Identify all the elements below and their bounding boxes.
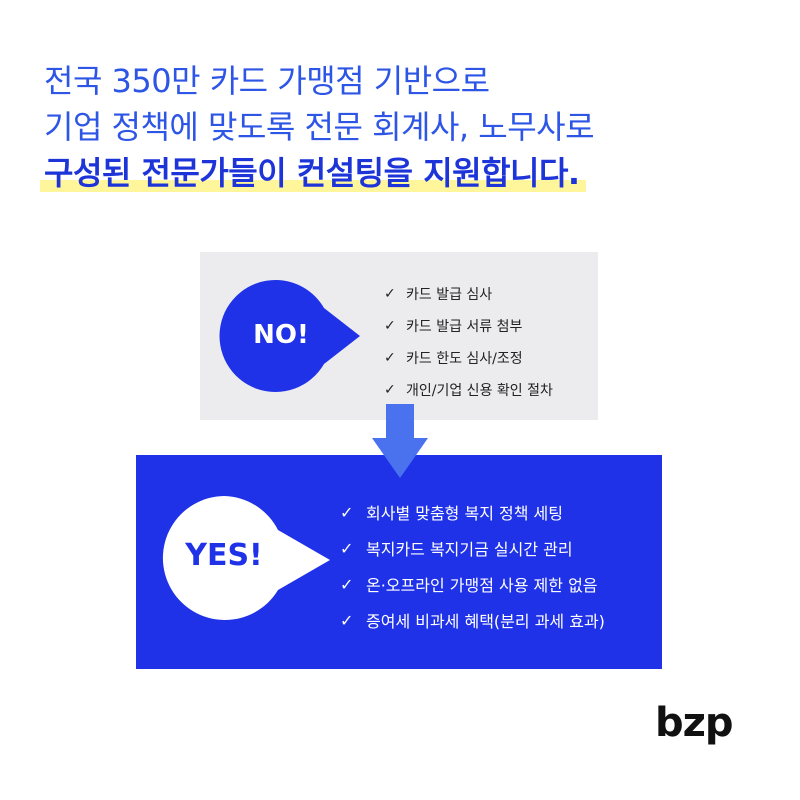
check-icon: ✓	[384, 382, 396, 398]
yes-list-item: ✓복지카드 복지기금 실시간 관리	[340, 538, 573, 560]
no-list-item: ✓개인/기업 신용 확인 절차	[384, 382, 553, 399]
check-icon: ✓	[384, 350, 396, 366]
no-speech-bubble-icon	[219, 279, 360, 392]
headline-line-1: 전국 350만 카드 가맹점 기반으로	[44, 62, 490, 100]
no-list: ✓카드 발급 심사 ✓카드 발급 서류 첨부 ✓카드 한도 심사/조정 ✓개인/…	[384, 278, 553, 406]
down-arrow-icon	[372, 404, 428, 478]
yes-list-item: ✓온·오프라인 가맹점 사용 제한 없음	[340, 574, 598, 596]
yes-list-item: ✓회사별 맞춤형 복지 정책 세팅	[340, 502, 563, 524]
check-icon: ✓	[384, 286, 396, 302]
bzp-logo: bzp	[655, 700, 734, 746]
no-label: NO!	[253, 320, 309, 350]
yes-list: ✓회사별 맞춤형 복지 정책 세팅 ✓복지카드 복지기금 실시간 관리 ✓온·오…	[340, 494, 605, 638]
check-icon: ✓	[384, 318, 396, 334]
no-list-item: ✓카드 발급 서류 첨부	[384, 318, 523, 335]
no-list-item: ✓카드 한도 심사/조정	[384, 350, 523, 367]
check-icon: ✓	[340, 574, 354, 594]
check-icon: ✓	[340, 538, 354, 558]
headline-line-2: 기업 정책에 맞도록 전문 회계사, 노무사로	[44, 108, 595, 146]
yes-list-item: ✓증여세 비과세 혜택(분리 과세 효과)	[340, 610, 605, 632]
headline-line-3-highlighted: 구성된 전문가들이 컨설팅을 지원합니다.	[40, 150, 586, 196]
check-icon: ✓	[340, 610, 354, 630]
headline: 전국 350만 카드 가맹점 기반으로 기업 정책에 맞도록 전문 회계사, 노…	[40, 58, 764, 196]
check-icon: ✓	[340, 502, 354, 522]
yes-speech-bubble-icon	[162, 496, 330, 620]
headline-line-3-text: 구성된 전문가들이 컨설팅을 지원합니다.	[44, 154, 580, 192]
yes-label: YES!	[185, 538, 263, 573]
no-list-item: ✓카드 발급 심사	[384, 286, 493, 303]
